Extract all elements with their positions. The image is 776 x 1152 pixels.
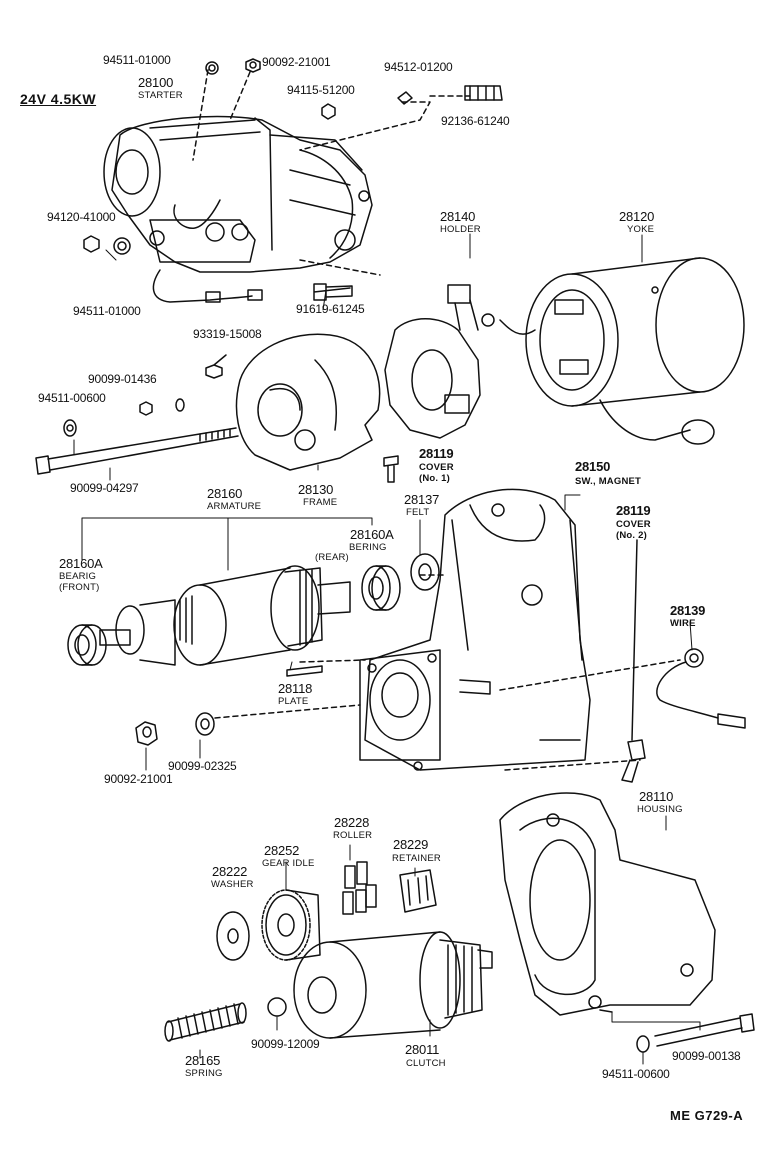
wire-drawing bbox=[656, 648, 746, 729]
fasteners-top bbox=[63, 58, 503, 437]
label-bering: BERING bbox=[349, 542, 387, 553]
label-94120-41000: 94120-41000 bbox=[47, 210, 116, 224]
spring-drawing bbox=[164, 1002, 247, 1042]
label-28160: 28160 bbox=[207, 486, 243, 501]
starter-assembly-drawing bbox=[103, 115, 381, 303]
label-cover-no1: COVER bbox=[419, 462, 454, 473]
brush-holder-drawing bbox=[384, 284, 536, 439]
nut-washer-middle bbox=[135, 712, 215, 746]
label-28222: 28222 bbox=[212, 864, 248, 879]
label-28011: 28011 bbox=[405, 1042, 440, 1057]
label-94115-51200: 94115-51200 bbox=[287, 83, 355, 97]
spec-heading: 24V 4.5KW bbox=[20, 91, 97, 107]
clutch-drawing bbox=[293, 931, 493, 1039]
figure-code: ME G729-A bbox=[670, 1108, 744, 1123]
label-28160a-front: 28160A bbox=[59, 556, 103, 571]
label-28119-no2: 28119 bbox=[616, 503, 651, 518]
label-28137: 28137 bbox=[404, 492, 440, 507]
label-plate: PLATE bbox=[278, 696, 309, 707]
label-wire: WIRE bbox=[670, 618, 696, 629]
label-94511-01000-left: 94511-01000 bbox=[73, 304, 141, 318]
label-28139: 28139 bbox=[670, 603, 706, 618]
label-28119-no1: 28119 bbox=[419, 446, 454, 461]
label-cover-no1-sub: (No. 1) bbox=[419, 473, 450, 484]
label-28120: 28120 bbox=[619, 209, 655, 224]
cover-no1-drawing bbox=[383, 455, 399, 483]
label-90099-02325: 90099-02325 bbox=[168, 759, 237, 773]
label-retainer: RETAINER bbox=[392, 853, 441, 864]
washer-drawing bbox=[216, 911, 250, 961]
label-93319-15008: 93319-15008 bbox=[193, 327, 262, 341]
yoke-drawing bbox=[525, 257, 745, 445]
label-washer: WASHER bbox=[211, 879, 254, 890]
label-28100: 28100 bbox=[138, 75, 174, 90]
label-94511-00600-bottom: 94511-00600 bbox=[602, 1067, 670, 1081]
ball-drawing bbox=[267, 997, 287, 1017]
label-starter: STARTER bbox=[138, 90, 183, 101]
label-28110: 28110 bbox=[639, 789, 674, 804]
felt-drawing bbox=[410, 553, 440, 591]
label-28118: 28118 bbox=[278, 681, 313, 696]
label-cover-no2: COVER bbox=[616, 519, 651, 530]
label-28150: 28150 bbox=[575, 459, 611, 474]
label-spring: SPRING bbox=[185, 1068, 223, 1079]
label-sw-magnet: SW., MAGNET bbox=[575, 476, 642, 487]
housing-bolt-drawing bbox=[636, 1013, 755, 1053]
label-28160a-rear: 28160A bbox=[350, 527, 394, 542]
label-92136-61240: 92136-61240 bbox=[441, 114, 510, 128]
magnet-switch-drawing bbox=[359, 488, 591, 771]
label-bering-rear: (REAR) bbox=[315, 552, 349, 563]
retainer-drawing bbox=[399, 869, 437, 913]
label-90092-21001-bottom: 90092-21001 bbox=[104, 772, 173, 786]
label-94511-00600-left: 94511-00600 bbox=[38, 391, 106, 405]
bearings-drawing bbox=[67, 565, 401, 666]
label-clutch: CLUTCH bbox=[406, 1058, 446, 1069]
label-28252: 28252 bbox=[264, 843, 300, 858]
label-28228: 28228 bbox=[334, 815, 370, 830]
label-cover-no2-sub: (No. 2) bbox=[616, 530, 647, 541]
label-felt: FELT bbox=[406, 507, 430, 518]
label-28229: 28229 bbox=[393, 837, 429, 852]
cover-no2-drawing bbox=[621, 539, 646, 783]
label-90099-12009: 90099-12009 bbox=[251, 1037, 320, 1051]
leader-lines-top bbox=[192, 69, 471, 161]
label-94512-01200: 94512-01200 bbox=[384, 60, 453, 74]
label-roller: ROLLER bbox=[333, 830, 373, 841]
label-yoke: YOKE bbox=[627, 224, 655, 235]
label-28165: 28165 bbox=[185, 1053, 221, 1068]
roller-drawing bbox=[342, 861, 377, 915]
label-94511-01000-top: 94511-01000 bbox=[103, 53, 171, 67]
plate-drawing bbox=[286, 665, 323, 677]
label-90099-00138: 90099-00138 bbox=[672, 1049, 741, 1063]
label-holder: HOLDER bbox=[440, 224, 481, 235]
label-90099-04297: 90099-04297 bbox=[70, 481, 139, 495]
label-housing: HOUSING bbox=[637, 804, 683, 815]
label-armature: ARMATURE bbox=[207, 501, 262, 512]
label-leaders bbox=[73, 233, 701, 1065]
label-91619-61245: 91619-61245 bbox=[296, 302, 365, 316]
frame-drawing bbox=[235, 333, 381, 471]
label-28140: 28140 bbox=[440, 209, 476, 224]
label-bearig: BEARIG bbox=[59, 571, 97, 582]
label-90099-01436: 90099-01436 bbox=[88, 372, 157, 386]
label-gear-idle: GEAR IDLE bbox=[262, 858, 315, 869]
leader-lines-middle bbox=[214, 574, 681, 771]
label-28130: 28130 bbox=[298, 482, 334, 497]
armature-drawing bbox=[99, 565, 351, 666]
label-frame: FRAME bbox=[303, 497, 338, 508]
housing-drawing bbox=[499, 792, 716, 1016]
label-bearig-front: (FRONT) bbox=[59, 582, 100, 593]
through-bolt-drawing bbox=[35, 427, 239, 475]
label-90092-21001-top: 90092-21001 bbox=[262, 55, 331, 69]
